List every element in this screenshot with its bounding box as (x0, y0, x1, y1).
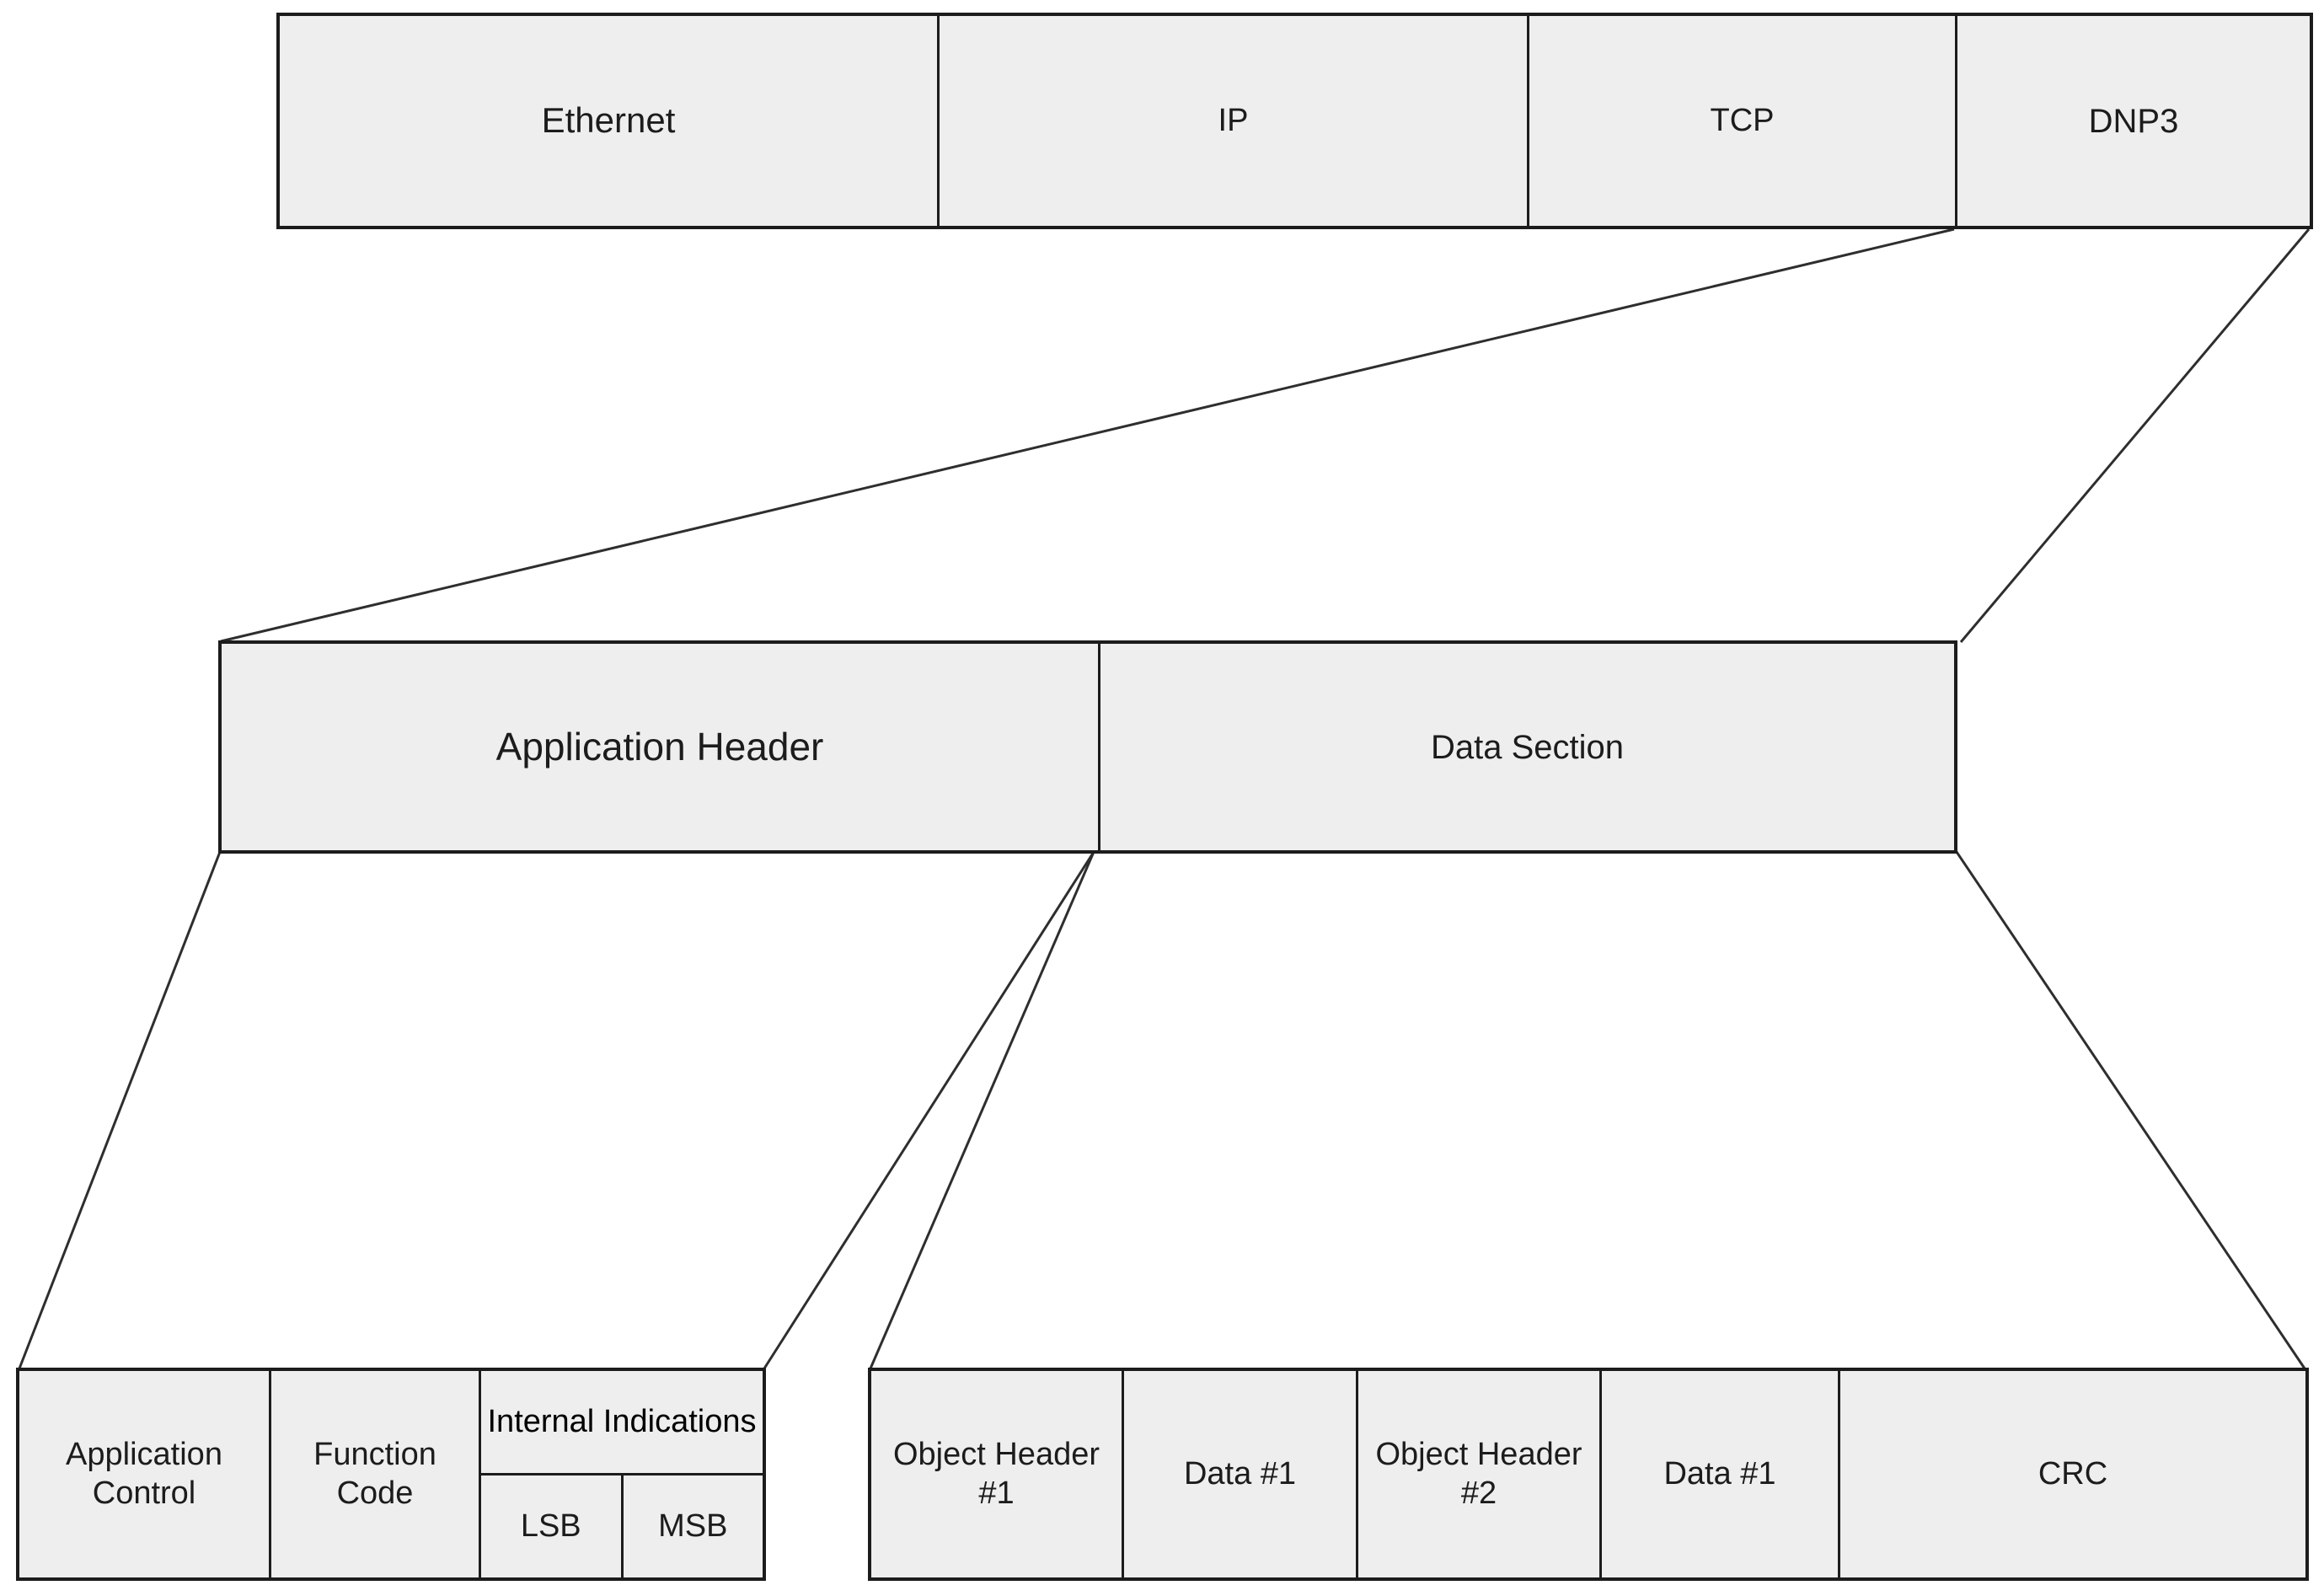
connector-app-header-to-detail-right (763, 851, 1095, 1369)
box-ip: IP (937, 16, 1527, 226)
connector-data-section-to-detail-right (1955, 851, 2306, 1369)
box-object-header-1: Object Header #1 (871, 1371, 1122, 1577)
connector-dnp3-to-app-header-left (220, 228, 1955, 643)
box-object-header-2: Object Header #2 (1356, 1371, 1599, 1577)
box-tcp: TCP (1527, 16, 1955, 226)
internal-indications-label: Internal Indications (481, 1371, 763, 1475)
dnp3-layer-row: Application Header Data Section (218, 640, 1957, 854)
box-data-2: Data #1 (1599, 1371, 1838, 1577)
box-msb: MSB (620, 1475, 763, 1577)
internal-indications-bytes: LSB MSB (481, 1475, 763, 1577)
box-data-1: Data #1 (1122, 1371, 1356, 1577)
box-function-code: Function Code (269, 1371, 479, 1577)
box-ethernet: Ethernet (280, 16, 937, 226)
box-dnp3: DNP3 (1955, 16, 2310, 226)
box-application-control: Application Control (19, 1371, 269, 1577)
box-lsb: LSB (481, 1475, 621, 1577)
box-crc: CRC (1838, 1371, 2305, 1577)
data-section-detail-row: Object Header #1 Data #1 Object Header #… (868, 1368, 2309, 1581)
box-internal-indications: Internal Indications LSB MSB (479, 1371, 763, 1577)
box-data-section: Data Section (1098, 644, 1954, 850)
connector-dnp3-to-data-section-right (1959, 228, 2311, 643)
application-header-detail-row: Application Control Function Code Intern… (16, 1368, 766, 1581)
connector-app-header-to-detail-left (18, 851, 222, 1369)
box-application-header: Application Header (222, 644, 1098, 850)
connector-data-section-to-detail-left (869, 851, 1095, 1369)
protocol-stack-row: Ethernet IP TCP DNP3 (276, 13, 2313, 229)
